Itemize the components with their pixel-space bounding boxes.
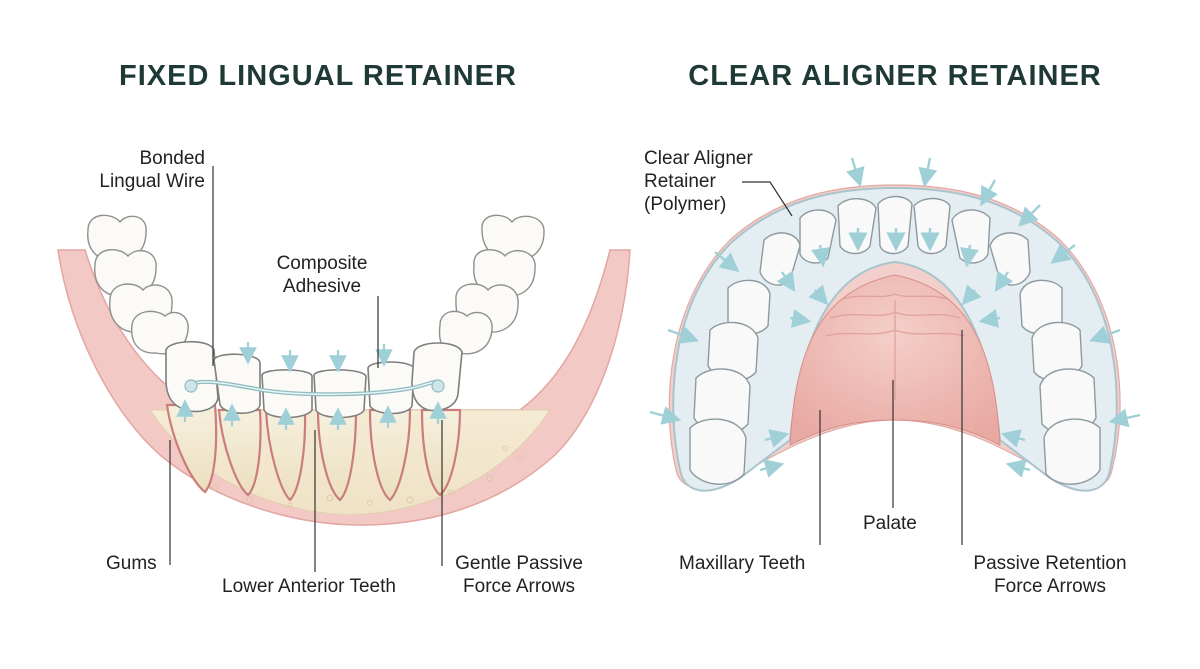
- gentle-passive-force-arrows: [176, 342, 447, 430]
- tooth-roots: [165, 403, 462, 502]
- lower-arch-illustration: [57, 166, 631, 572]
- passive-retention-force-arrows: [649, 157, 1141, 478]
- label-lower-anterior-teeth: Lower Anterior Teeth: [222, 576, 396, 597]
- upper-arch-illustration: [649, 157, 1141, 545]
- posterior-teeth-left: [87, 214, 189, 355]
- label-bonded-lingual-wire: Bonded Lingual Wire: [99, 148, 205, 192]
- lower-anterior-teeth: [165, 340, 463, 419]
- left-panel-title: FIXED LINGUAL RETAINER: [119, 60, 517, 92]
- label-gentle-passive-force-arrows: Gentle Passive Force Arrows: [455, 553, 583, 597]
- leader-aligner: [742, 181, 793, 217]
- label-composite-adhesive: Composite Adhesive: [276, 253, 368, 297]
- label-clear-aligner-retainer: Clear Aligner Retainer (Polymer): [644, 148, 753, 215]
- label-palate: Palate: [863, 513, 917, 534]
- label-maxillary-teeth: Maxillary Teeth: [679, 553, 806, 574]
- right-panel-title: CLEAR ALIGNER RETAINER: [688, 60, 1102, 92]
- posterior-teeth-right: [438, 214, 545, 355]
- label-passive-retention-force-arrows: Passive Retention Force Arrows: [973, 553, 1127, 597]
- maxillary-teeth: [689, 195, 1101, 485]
- composite-adhesive-pads: [184, 379, 445, 393]
- label-gums: Gums: [106, 553, 157, 574]
